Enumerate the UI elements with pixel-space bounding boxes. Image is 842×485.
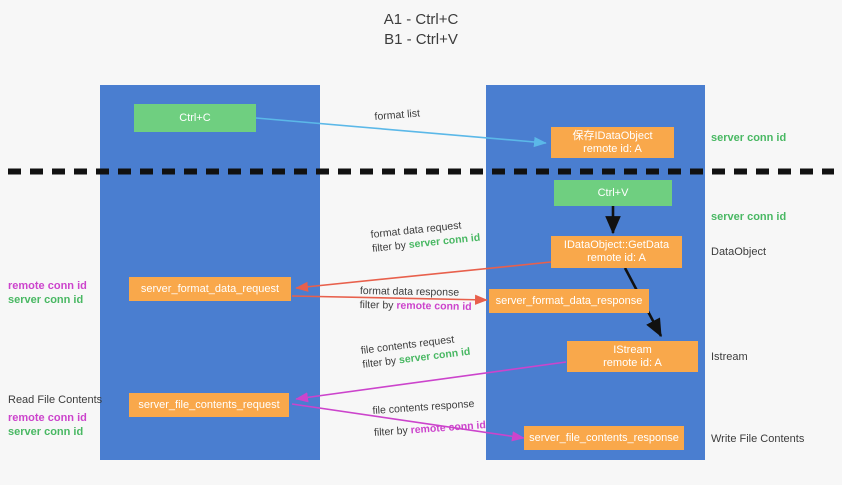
edge-label-file-contents-request-prefix: filter by	[361, 354, 400, 371]
node-server-format-data-response[interactable]: server_format_data_response	[489, 289, 649, 313]
annotation-server-conn-id-mid: server conn id	[711, 211, 787, 223]
node-server-file-contents-response[interactable]: server_file_contents_response	[524, 426, 684, 450]
annotation-remote-conn-id-upper: remote conn id	[8, 280, 87, 292]
edge-label-file-contents-response: file contents response filter by remote …	[372, 396, 486, 440]
edge-label-format-data-request-prefix: filter by	[371, 239, 410, 255]
node-ctrl-v[interactable]: Ctrl+V	[554, 180, 672, 206]
node-ctrl-v-label: Ctrl+V	[597, 186, 629, 199]
node-server-file-contents-request-label: server_file_contents_request	[138, 398, 280, 411]
edge-label-format-data-request: format data request filter by server con…	[370, 217, 481, 256]
node-idataobject-getdata[interactable]: IDataObject::GetData remote id: A	[551, 236, 682, 268]
node-istream[interactable]: IStream remote id: A	[567, 341, 698, 372]
node-server-format-data-request-label: server_format_data_request	[140, 282, 280, 295]
node-save-idataobject-sub: remote id: A	[583, 142, 642, 155]
node-ctrl-c-label: Ctrl+C	[179, 111, 211, 124]
edge-label-format-data-response-prefix: filter by	[359, 298, 397, 312]
diagram-title: A1 - Ctrl+C B1 - Ctrl+V	[383, 11, 459, 48]
node-idataobject-getdata-sub: remote id: A	[587, 252, 646, 264]
node-istream-sub: remote id: A	[603, 356, 662, 369]
edge-label-format-data-response-highlight: remote conn id	[396, 299, 472, 313]
edge-label-file-contents-response-line1: file contents response	[372, 397, 475, 417]
node-save-idataobject-label: 保存IDataObject	[572, 129, 653, 142]
edge-label-file-contents-response-line2: filter by remote conn id	[374, 418, 487, 440]
section-divider	[8, 168, 834, 175]
edge-label-format-list: format list	[374, 106, 420, 124]
node-server-format-data-request[interactable]: server_format_data_request	[129, 277, 291, 301]
annotation-istream: Istream	[711, 351, 748, 363]
annotation-remote-conn-id-lower: remote conn id	[8, 412, 87, 424]
annotation-server-conn-id-lower: server conn id	[8, 426, 84, 438]
node-ctrl-c[interactable]: Ctrl+C	[134, 104, 256, 132]
node-server-file-contents-response-label: server_file_contents_response	[529, 431, 679, 444]
edge-label-format-data-response: format data response filter by remote co…	[360, 284, 473, 314]
edge-label-file-contents-response-prefix: filter by	[373, 424, 412, 439]
node-server-format-data-response-label: server_format_data_response	[495, 294, 643, 307]
edge-label-file-contents-response-highlight: remote conn id	[410, 419, 487, 437]
node-server-file-contents-request[interactable]: server_file_contents_request	[129, 393, 289, 417]
annotation-server-conn-id-upper: server conn id	[8, 294, 84, 306]
edge-label-file-contents-request: file contents request filter by server c…	[360, 331, 471, 372]
node-istream-label: IStream	[613, 343, 652, 356]
annotation-read-file-contents: Read File Contents	[8, 394, 103, 406]
annotation-write-file-contents: Write File Contents	[711, 433, 805, 445]
edge-label-format-list-line1: format list	[374, 107, 421, 123]
node-idataobject-getdata-label: IDataObject::GetData	[563, 239, 670, 251]
annotation-server-conn-id-top: server conn id	[711, 132, 787, 144]
node-save-idataobject[interactable]: 保存IDataObject remote id: A	[551, 127, 674, 158]
annotation-dataobject: DataObject	[711, 246, 767, 258]
edge-label-format-data-response-line2: filter by remote conn id	[360, 298, 472, 314]
